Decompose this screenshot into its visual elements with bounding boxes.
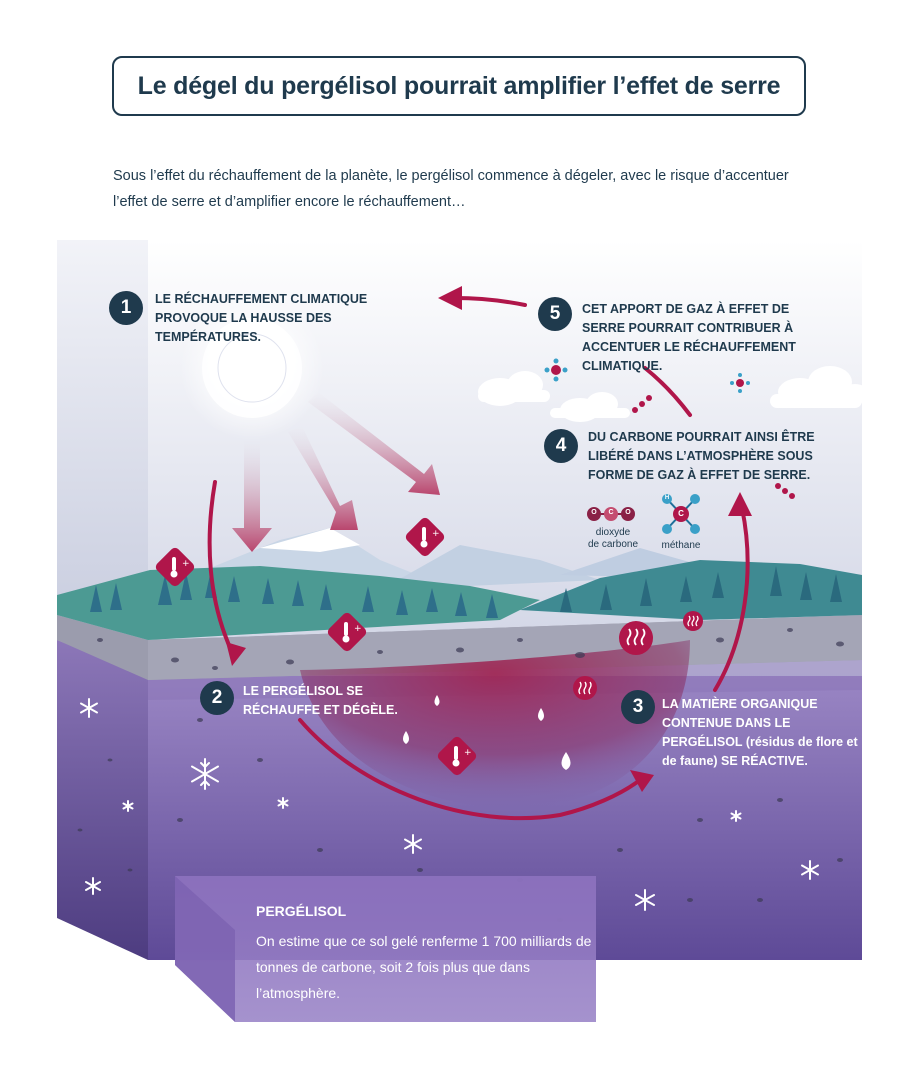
step-3-sub: (résidus de flore et de faune) bbox=[662, 735, 858, 768]
step-2-badge: 2 bbox=[200, 681, 234, 715]
title-box: Le dégel du pergélisol pourrait amplifie… bbox=[112, 56, 806, 116]
thermometer-plus-icon: + bbox=[405, 517, 445, 557]
arrow-1-to-2 bbox=[207, 480, 234, 654]
arrow-4-to-5 bbox=[643, 366, 692, 417]
step-3-main: La matière organique contenue dans le pe… bbox=[662, 697, 818, 749]
svg-text:+: + bbox=[182, 559, 190, 569]
co2-molecule bbox=[587, 507, 635, 521]
cloud-icon bbox=[550, 392, 630, 422]
step-5-badge: 5 bbox=[538, 297, 572, 331]
step-4-badge: 4 bbox=[544, 429, 578, 463]
step-2-text: Le pergélisol se réchauffe et dégèle. bbox=[243, 684, 398, 717]
ch4-atom-h: H bbox=[664, 495, 670, 501]
pebbles bbox=[77, 628, 844, 922]
heat-waves-icon bbox=[619, 621, 653, 655]
thermometer-plus-icon: + bbox=[327, 612, 367, 652]
intro-text: Sous l’effet du réchauffement de la plan… bbox=[113, 168, 789, 210]
page-title: Le dégel du pergélisol pourrait amplifie… bbox=[137, 71, 781, 100]
cloud-icon bbox=[770, 366, 869, 408]
svg-text:+: + bbox=[432, 529, 440, 539]
heat-ray-arrows bbox=[232, 392, 440, 552]
co2-atom-c: C bbox=[608, 509, 614, 516]
step-1-badge: 1 bbox=[109, 291, 143, 325]
ch4-molecule bbox=[662, 494, 700, 534]
ch4-label: méthane bbox=[661, 540, 701, 551]
arrow-2-to-3 bbox=[298, 718, 642, 821]
molecule-icon bbox=[632, 395, 795, 499]
block-side-face bbox=[57, 640, 148, 960]
sun-icon bbox=[180, 296, 324, 440]
step-4-text: Du carbone pourrait ainsi être libéré da… bbox=[588, 430, 815, 482]
info-box-shape bbox=[175, 876, 596, 1022]
svg-text:+: + bbox=[464, 748, 472, 758]
molecule-icon bbox=[544, 358, 568, 382]
co2-label-line2: de carbone bbox=[587, 539, 639, 550]
water-drop-icon bbox=[403, 695, 571, 770]
arrow-3-to-4 bbox=[713, 506, 750, 692]
co2-label: dioxyde de carbone bbox=[583, 527, 643, 551]
mountain-cap bbox=[260, 528, 360, 552]
step-3-end: se réactive. bbox=[721, 754, 808, 768]
co2-atom-o2: O bbox=[625, 509, 631, 516]
info-title: PERGÉLISOL bbox=[256, 903, 347, 919]
svg-text:+: + bbox=[354, 624, 362, 634]
step-3-badge: 3 bbox=[621, 690, 655, 724]
cloud-icon bbox=[478, 371, 550, 406]
step-5-text: Cet apport de gaz à effet de serre pourr… bbox=[582, 302, 796, 373]
ch4-atom-c: C bbox=[678, 509, 684, 518]
co2-atom-o1: O bbox=[591, 509, 597, 516]
left-block-side bbox=[57, 240, 148, 680]
thermometer-plus-icon: + bbox=[437, 736, 477, 776]
co2-label-line1: dioxyde bbox=[595, 527, 631, 538]
step-1-text: Le réchauffement climatique provoque la … bbox=[155, 292, 368, 344]
snowflake-icon bbox=[80, 698, 819, 911]
arrowheads bbox=[226, 286, 752, 792]
heat-waves-icon bbox=[573, 676, 597, 700]
step-3-text: La matière organique contenue dans le pe… bbox=[662, 695, 862, 771]
mountain bbox=[380, 545, 600, 590]
molecule-icon bbox=[730, 373, 750, 393]
info-body: On estime que ce sol gelé renferme 1 700… bbox=[256, 933, 592, 1001]
thermometer-plus-icon: + bbox=[155, 547, 195, 587]
tree-group-right bbox=[560, 566, 842, 612]
heat-waves-icon bbox=[683, 611, 703, 631]
